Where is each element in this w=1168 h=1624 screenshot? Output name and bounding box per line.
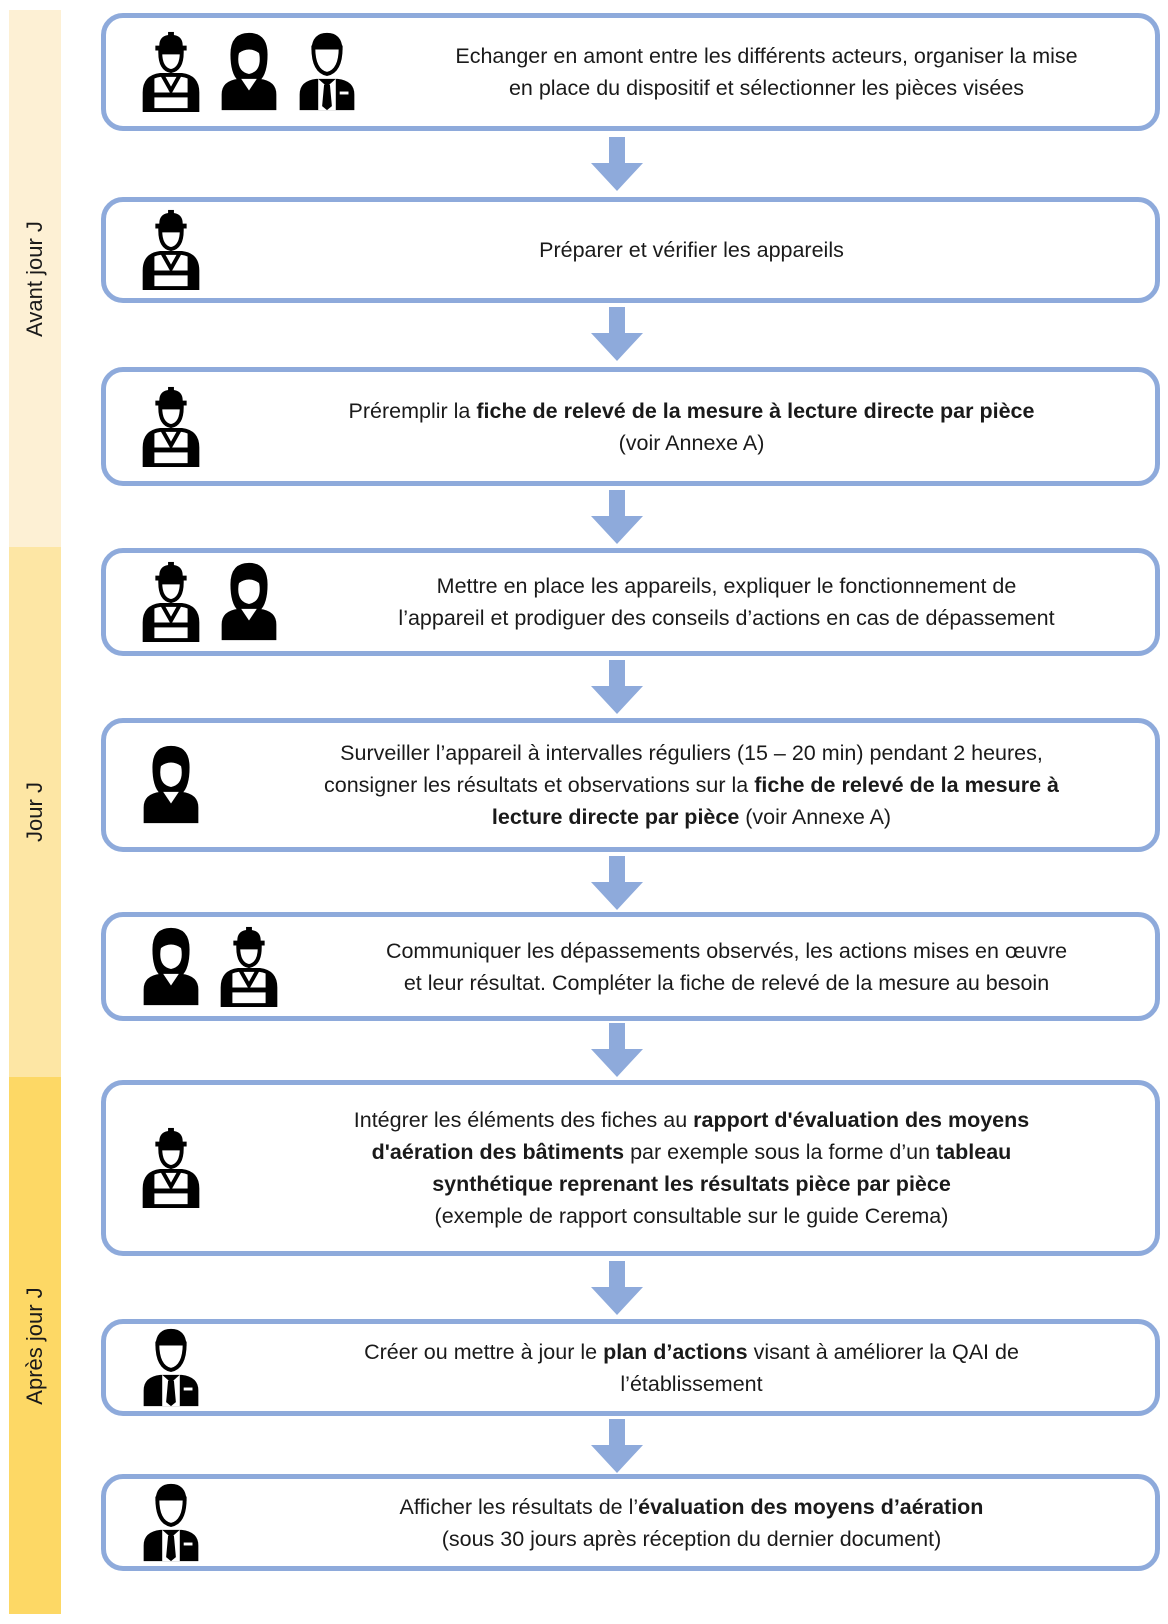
step-text: Afficher les résultats de l’évaluation d…	[399, 1494, 984, 1551]
arrow-down-icon	[591, 660, 643, 714]
manager-icon	[141, 1326, 201, 1408]
technician-icon	[220, 924, 278, 1007]
actor-icons	[138, 553, 282, 651]
phase-label: Avant jour J	[22, 220, 47, 337]
manager-icon	[141, 1481, 201, 1563]
arrow-down-icon	[591, 1023, 643, 1077]
step-2: Préparer et vérifier les appareils	[101, 197, 1160, 303]
technician-icon	[142, 560, 200, 643]
arrow-down-icon	[591, 307, 643, 361]
arrow-down-icon	[591, 1419, 643, 1473]
actor-icons	[138, 723, 204, 847]
step-8: Créer ou mettre à jour le plan d’actions…	[101, 1319, 1160, 1416]
step-7: Intégrer les éléments des fiches au rapp…	[101, 1080, 1160, 1256]
step-text: Préparer et vérifier les appareils	[539, 238, 844, 262]
step-text: Communiquer les dépassements observés, l…	[385, 938, 1068, 995]
step-4: Mettre en place les appareils, expliquer…	[101, 548, 1160, 656]
actor-icons	[138, 1479, 204, 1566]
step-6: Communiquer les dépassements observés, l…	[101, 912, 1160, 1021]
woman-icon	[143, 927, 199, 1005]
actor-icons	[138, 917, 282, 1016]
step-text: Echanger en amont entre les différents a…	[455, 44, 1078, 100]
step-text: Préremplir la fiche de relevé de la mesu…	[348, 398, 1035, 455]
technician-icon	[142, 208, 200, 291]
manager-icon	[297, 30, 357, 113]
technician-icon	[142, 384, 200, 467]
step-1: Echanger en amont entre les différents a…	[101, 13, 1160, 131]
step-text: Intégrer les éléments des fiches au rapp…	[353, 1108, 1030, 1228]
step-text: Créer ou mettre à jour le plan d’actions…	[364, 1339, 1019, 1396]
arrow-down-icon	[591, 1261, 643, 1315]
actor-icons	[138, 202, 204, 298]
technician-icon	[142, 30, 200, 113]
actor-icons	[138, 18, 360, 126]
step-9: Afficher les résultats de l’évaluation d…	[101, 1474, 1160, 1571]
actor-icons	[138, 372, 204, 481]
step-3: Préremplir la fiche de relevé de la mesu…	[101, 367, 1160, 486]
phase-avant-jour-j: Avant jour J	[9, 10, 61, 547]
technician-icon	[142, 1126, 200, 1209]
woman-icon	[221, 562, 277, 641]
step-text: Surveiller l’appareil à intervalles régu…	[324, 741, 1059, 829]
woman-icon	[221, 32, 277, 111]
phase-label: Après jour J	[22, 1286, 47, 1405]
arrow-down-icon	[591, 856, 643, 910]
actor-icons	[138, 1324, 204, 1411]
phase-label: Jour J	[22, 782, 47, 842]
arrow-down-icon	[591, 490, 643, 544]
phase-jour-j: Jour J	[9, 547, 61, 1077]
step-text: Mettre en place les appareils, expliquer…	[398, 574, 1055, 630]
actor-icons	[138, 1085, 204, 1251]
arrow-down-icon	[591, 137, 643, 191]
woman-icon	[143, 745, 199, 824]
step-5: Surveiller l’appareil à intervalles régu…	[101, 718, 1160, 852]
phase-apres-jour-j: Après jour J	[9, 1077, 61, 1614]
